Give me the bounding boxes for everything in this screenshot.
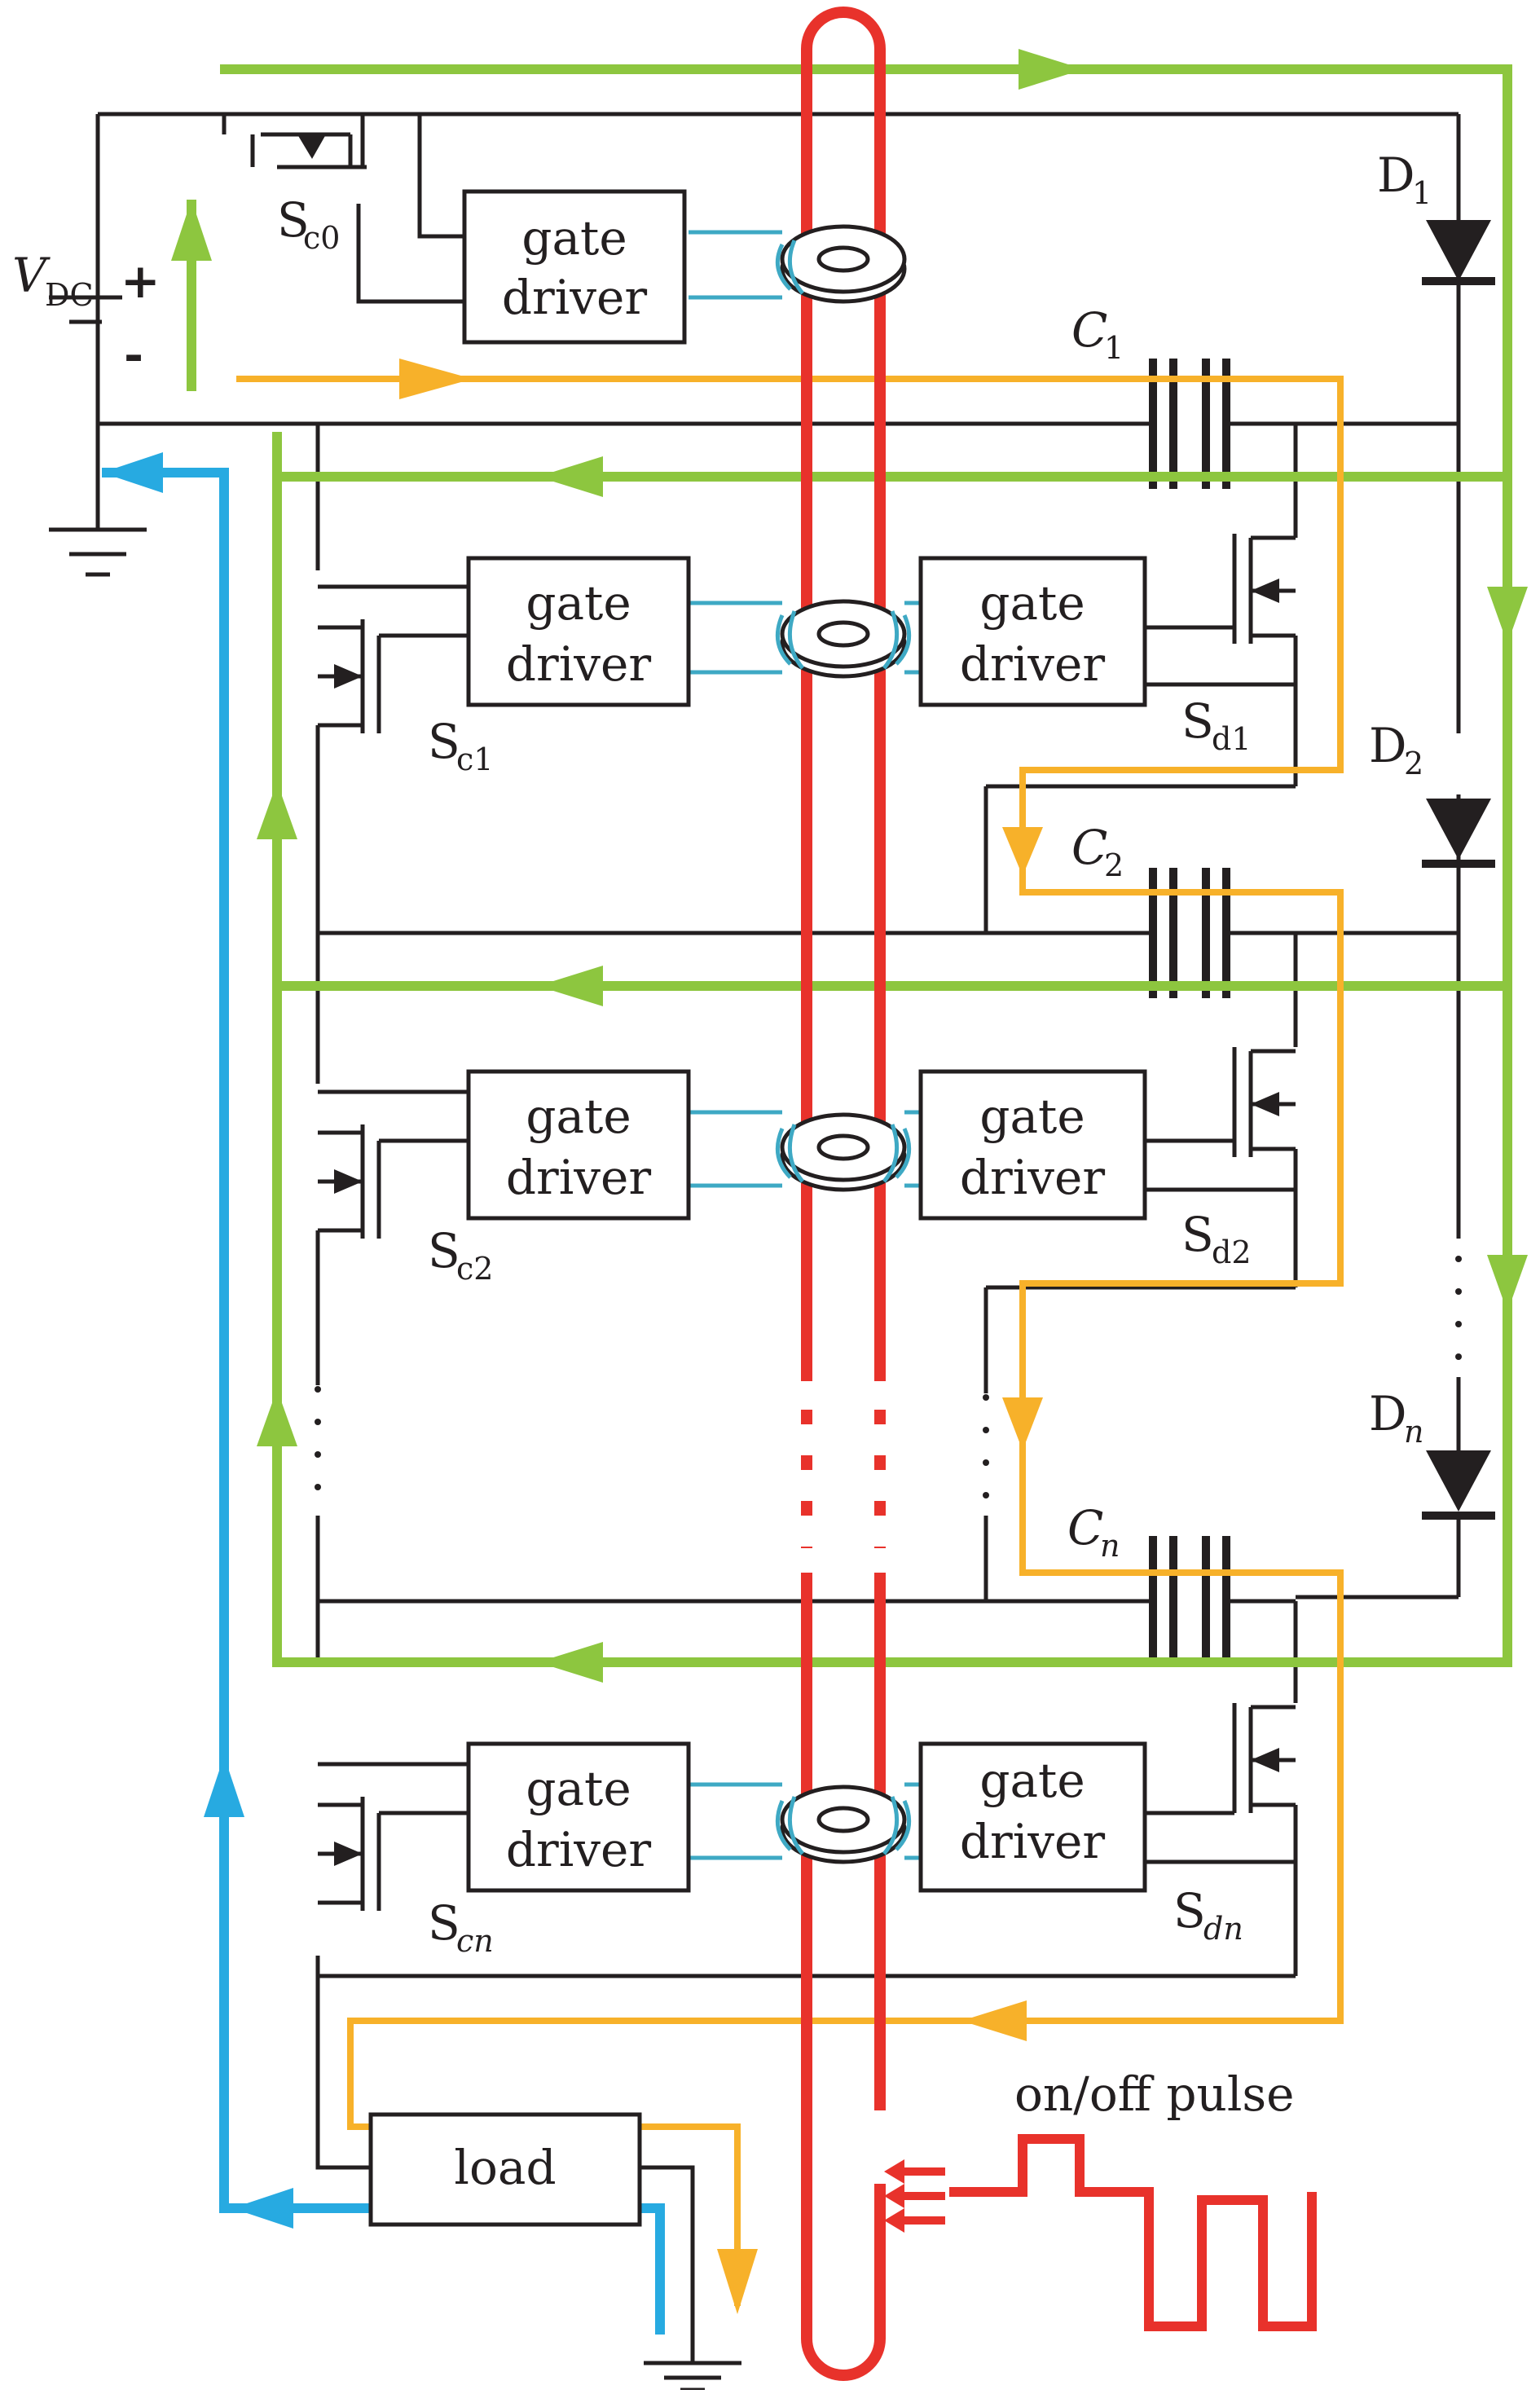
svg-text:on/off pulse: on/off pulse — [1014, 2066, 1295, 2122]
svg-text:+: + — [121, 253, 161, 309]
toroid-transformer-1 — [689, 599, 1006, 679]
svg-text:S: S — [277, 192, 310, 248]
svg-text:D: D — [1369, 718, 1407, 773]
svg-text:-: - — [124, 327, 143, 382]
svg-text:driver: driver — [502, 270, 647, 325]
svg-text:driver: driver — [506, 1150, 651, 1205]
green-current-path — [171, 49, 1528, 1683]
blue-return-path — [102, 452, 665, 2335]
svg-text:gate: gate — [526, 1089, 631, 1144]
svg-text:driver: driver — [506, 636, 651, 692]
svg-text:gate: gate — [979, 1089, 1085, 1144]
svg-text:C: C — [1071, 820, 1107, 875]
svg-text:gate: gate — [526, 1761, 631, 1816]
svg-text:c1: c1 — [456, 742, 493, 777]
svg-text:S: S — [1181, 693, 1214, 749]
capacitor-cn — [1116, 1536, 1259, 1666]
svg-text:gate: gate — [521, 210, 627, 266]
circuit-wiring — [49, 112, 1461, 2363]
component-labels: V DC + - S c0 S c1 S c2 S cn S d1 S d2 S… — [12, 147, 1432, 2122]
ground-symbol-bottom — [644, 2361, 741, 2392]
svg-text:V: V — [12, 248, 51, 303]
svg-text:S: S — [1181, 1207, 1214, 1262]
pulse-injection-arrows — [884, 2159, 945, 2233]
gate-driver-d2: gate driver — [918, 1069, 1147, 1221]
svg-text:cn: cn — [456, 1923, 494, 1959]
diode-d2 — [1422, 799, 1495, 868]
ground-symbol-left — [49, 527, 147, 577]
toroid-transformer-2 — [689, 1110, 1006, 1192]
svg-text:n: n — [1404, 1414, 1423, 1450]
svg-text:driver: driver — [960, 1150, 1105, 1205]
svg-text:d1: d1 — [1212, 721, 1252, 757]
svg-text:C: C — [1071, 302, 1107, 358]
mosfet-arrows — [297, 134, 1279, 1866]
svg-text:c0: c0 — [303, 220, 340, 256]
load-box: load — [368, 2112, 642, 2227]
svg-text:2: 2 — [1104, 847, 1124, 883]
gate-driver-cn: gate driver — [466, 1741, 691, 1893]
svg-text:load: load — [454, 2140, 556, 2195]
svg-text:C: C — [1067, 1500, 1103, 1556]
svg-text:gate: gate — [979, 1753, 1085, 1808]
orange-current-path — [236, 359, 1344, 2314]
toroid-transformer-n — [689, 1782, 1006, 1864]
svg-text:D: D — [1369, 1386, 1407, 1441]
gate-driver-dn: gate driver — [918, 1741, 1147, 1893]
capacitor-c1 — [1116, 359, 1259, 489]
continuation-dots — [315, 1256, 1462, 1498]
diode-d1 — [1422, 220, 1495, 285]
svg-text:1: 1 — [1412, 175, 1432, 211]
on-off-pulse-waveform — [949, 2134, 1317, 2331]
svg-text:dn: dn — [1203, 1911, 1243, 1947]
svg-text:S: S — [428, 1895, 460, 1951]
svg-text:driver: driver — [960, 636, 1105, 692]
svg-text:driver: driver — [506, 1822, 651, 1877]
diode-dn — [1422, 1450, 1495, 1520]
svg-text:S: S — [428, 714, 460, 769]
capacitor-c2 — [1116, 868, 1259, 998]
svg-text:2: 2 — [1404, 746, 1423, 781]
svg-text:gate: gate — [979, 575, 1085, 631]
svg-text:d2: d2 — [1212, 1234, 1252, 1270]
svg-text:1: 1 — [1104, 330, 1124, 366]
gate-driver-c1: gate driver — [466, 556, 691, 707]
toroid-transformer-top — [689, 224, 907, 304]
svg-text:S: S — [1173, 1883, 1206, 1939]
gate-driver-c2: gate driver — [466, 1069, 691, 1221]
svg-text:driver: driver — [960, 1814, 1105, 1869]
svg-text:S: S — [428, 1223, 460, 1278]
gate-driver-d1: gate driver — [918, 556, 1147, 707]
gate-driver-top: gate driver — [462, 189, 687, 345]
svg-text:DC: DC — [45, 277, 94, 313]
svg-text:n: n — [1100, 1528, 1120, 1564]
svg-text:gate: gate — [526, 575, 631, 631]
svg-text:D: D — [1377, 147, 1415, 203]
svg-text:c2: c2 — [456, 1251, 493, 1287]
